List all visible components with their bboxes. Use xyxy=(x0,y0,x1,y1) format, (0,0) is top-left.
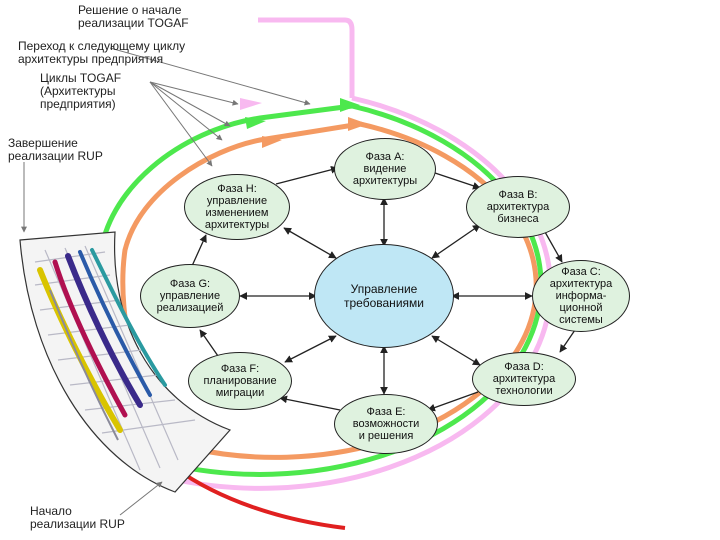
next-cycle-label: Переход к следующему циклу архитектуры п… xyxy=(18,39,186,66)
cycle-b-c xyxy=(544,231,563,263)
cycle-a-b xyxy=(431,171,481,190)
green-arrow-left xyxy=(245,117,266,129)
rup-hump-chart xyxy=(19,231,232,493)
green-arrow-top xyxy=(340,98,360,112)
cycle-h-a xyxy=(275,165,339,185)
cycle-e-f xyxy=(279,395,341,411)
edge-center-b xyxy=(431,224,481,259)
phase-c-node: Фаза C: архитектура информа- ционной сис… xyxy=(532,260,630,332)
phase-f-node: Фаза F: планирование миграции xyxy=(188,352,292,410)
togaf-start-label: Решение о начале реализации TOGAF xyxy=(78,3,189,30)
pink-cycle-ring xyxy=(167,95,553,491)
edge-center-h xyxy=(283,227,337,259)
phase-g-node: Фаза G: управление реализацией xyxy=(140,264,240,328)
togaf-start-pink-track xyxy=(258,17,355,98)
edge-center-d xyxy=(431,335,481,366)
phase-d-node: Фаза D: архитектура технологии xyxy=(472,352,576,406)
phase-h-node: Фаза H: управление изменением архитектур… xyxy=(184,174,290,240)
edge-center-f xyxy=(284,335,337,363)
cycle-d-e xyxy=(427,391,479,412)
orange-arrow-top xyxy=(348,117,368,131)
phase-e-node: Фаза E: возможности и решения xyxy=(334,394,438,454)
rup-start-label: Начало реализации RUP xyxy=(30,504,125,531)
orange-arrow-left xyxy=(262,136,282,148)
pink-track-arrow xyxy=(240,98,262,110)
togaf-cycles-label: Циклы TOGAF (Архитектуры предприятия) xyxy=(40,71,122,111)
cycle-g-h xyxy=(191,234,207,267)
cycle-c-d xyxy=(559,329,576,353)
cycle-f-g xyxy=(199,329,219,357)
phase-a-node: Фаза A: видение архитектуры xyxy=(334,138,436,200)
phase-b-node: Фаза B: архитектура бизнеса xyxy=(466,176,570,238)
rup-end-label: Завершение реализации RUP xyxy=(8,136,103,163)
rup-red-track xyxy=(173,466,346,530)
requirements-management-node: Управление требованиями xyxy=(314,244,454,348)
